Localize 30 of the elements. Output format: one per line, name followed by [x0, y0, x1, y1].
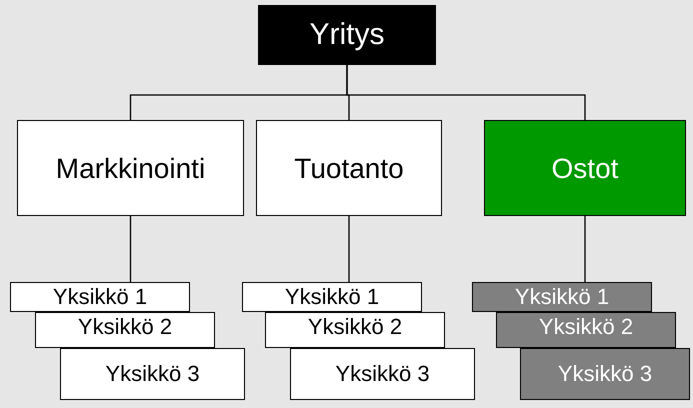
unit-box: [472, 282, 652, 312]
box-label: Yksikkö 1: [514, 284, 610, 310]
unit-box: [265, 312, 445, 348]
box-label: Yksikkö 2: [308, 314, 402, 340]
root-box: [258, 5, 436, 65]
box-label: Yksikkö 3: [335, 360, 430, 388]
unit-box: [10, 282, 190, 312]
department-box: [256, 120, 442, 216]
department-box: [17, 120, 244, 216]
box-label: Markkinointi: [56, 152, 206, 186]
box-label: Yksikkö 1: [284, 284, 380, 310]
connector-line: [348, 216, 350, 282]
unit-box: [242, 282, 422, 312]
connector-line: [346, 65, 586, 120]
box-label: Ostot: [552, 152, 618, 186]
department-box: [484, 120, 686, 216]
unit-box: [496, 312, 676, 348]
box-label: Yksikkö 3: [558, 360, 652, 388]
unit-box: [520, 348, 690, 400]
box-label: Yksikkö 1: [52, 284, 148, 310]
box-label: Tuotanto: [294, 152, 404, 186]
connector-line: [584, 216, 586, 282]
connector-line: [130, 216, 132, 282]
box-label: Yksikkö 2: [78, 314, 172, 340]
unit-box: [290, 348, 475, 400]
unit-box: [35, 312, 215, 348]
unit-box: [60, 348, 245, 400]
box-label: Yksikkö 2: [538, 314, 634, 340]
box-label: Yritys: [310, 17, 384, 54]
box-label: Yksikkö 3: [105, 360, 200, 388]
